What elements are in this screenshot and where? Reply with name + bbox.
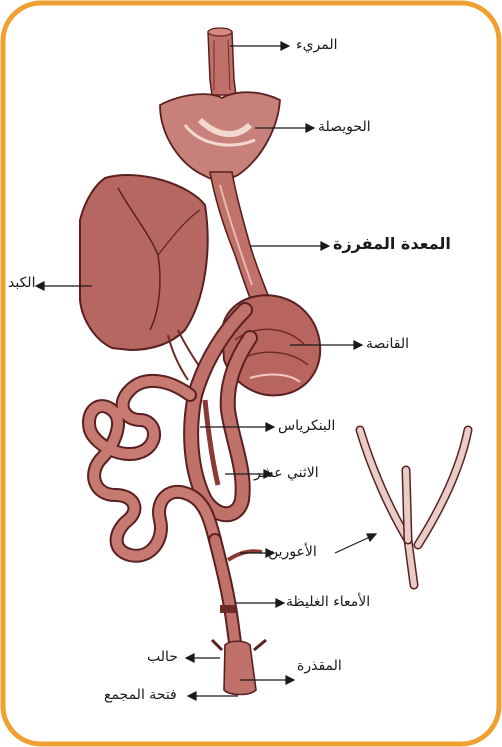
label-ureter: حالب xyxy=(147,650,178,664)
esophagus-illustration xyxy=(208,28,236,95)
label-esophagus: المريء xyxy=(296,38,338,52)
label-vent: فتحة المجمع xyxy=(104,688,177,702)
label-caeca: الأعورين xyxy=(268,545,317,559)
label-liver: الكبد xyxy=(8,276,35,290)
cloaca-illustration xyxy=(212,640,266,695)
label-proventriculus: المعدة المفرزة xyxy=(333,236,451,252)
label-pancreas: البنكرياس xyxy=(278,419,335,433)
duodenum-illustration xyxy=(191,310,250,514)
label-gizzard: القانصة xyxy=(366,337,409,351)
label-crop: الحويصلة xyxy=(318,120,371,134)
caeca-illustration xyxy=(360,430,468,585)
proventriculus-illustration xyxy=(210,172,268,298)
liver-illustration xyxy=(80,175,208,380)
label-cloaca: المقذرة xyxy=(297,659,342,673)
crop-illustration xyxy=(160,92,280,180)
label-large-intestine: الأمعاء الغليظة xyxy=(286,595,370,609)
label-duodenum: الاثني عشر xyxy=(254,466,319,480)
large-intestine-illustration xyxy=(215,540,262,650)
